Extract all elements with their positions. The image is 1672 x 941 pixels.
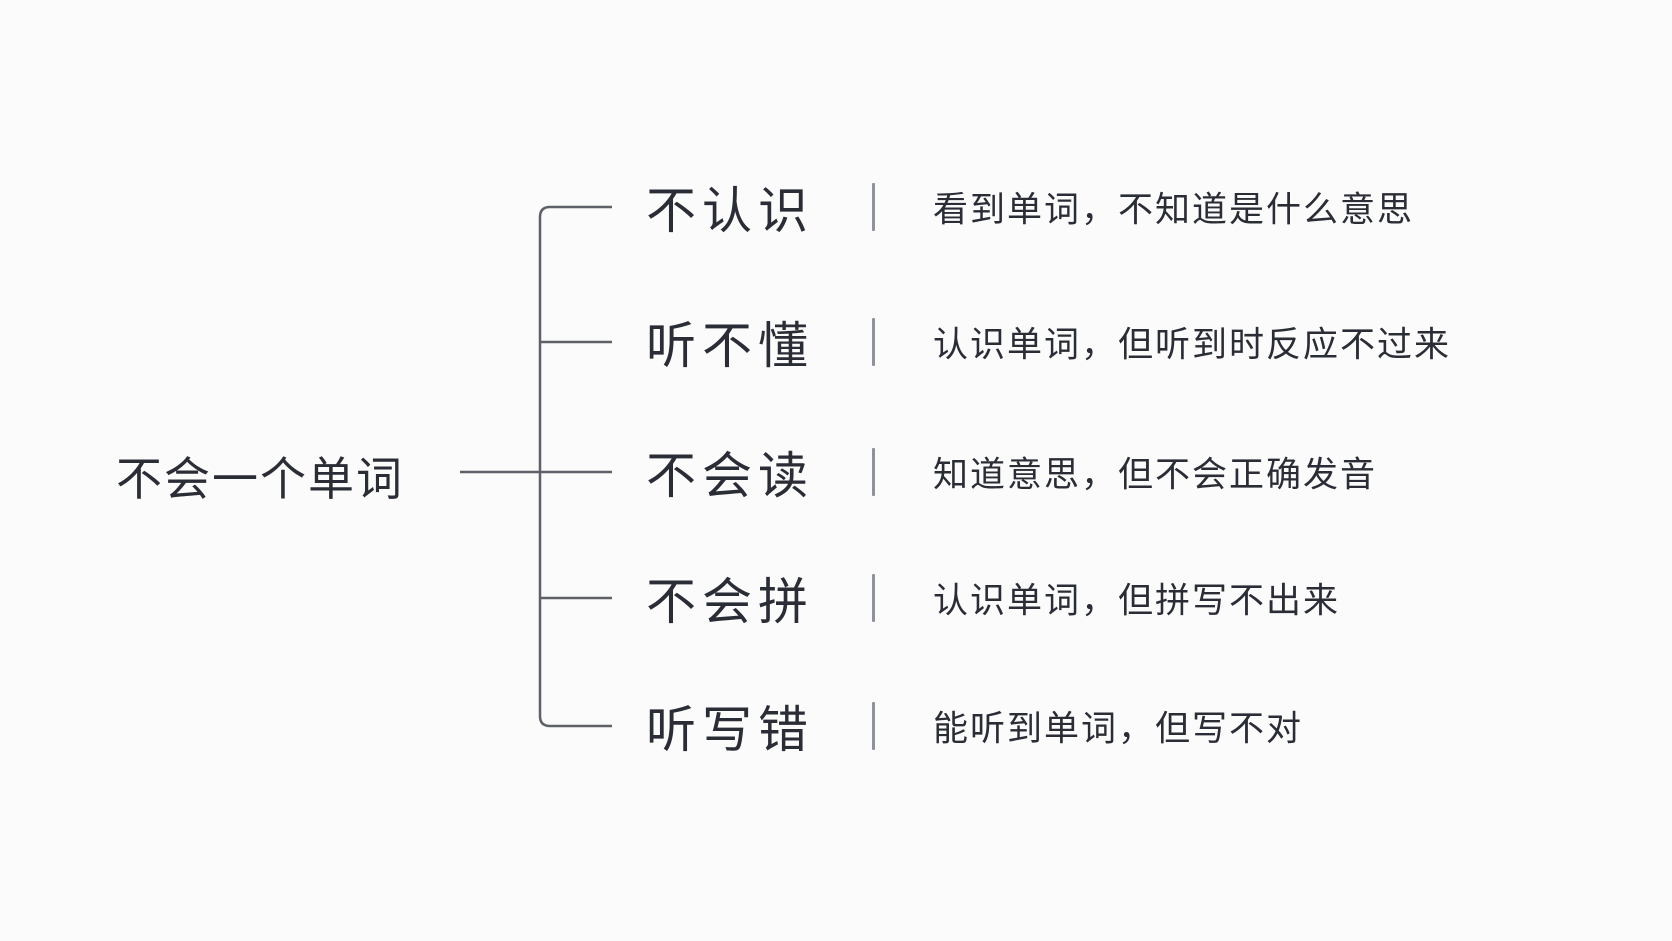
- branch-label: 不会拼: [646, 573, 814, 631]
- branch-description: 认识单词，但拼写不出来: [933, 581, 1341, 622]
- branch-description: 知道意思，但不会正确发音: [933, 455, 1378, 496]
- bracket-vertical: [538, 205, 612, 728]
- branch-description: 看到单词，不知道是什么意思: [933, 190, 1415, 231]
- root-node-label: 不会一个单词: [116, 452, 404, 506]
- branch-label: 不认识: [646, 182, 814, 240]
- branch-label: 不会读: [646, 447, 814, 505]
- branch-description: 能听到单词，但写不对: [933, 709, 1304, 750]
- branch-divider: [872, 702, 875, 750]
- branch-description: 认识单词，但听到时反应不过来: [933, 325, 1452, 366]
- branch-divider: [872, 574, 875, 622]
- branch-divider: [872, 183, 875, 231]
- branch-divider: [872, 318, 875, 366]
- branch-label: 听不懂: [646, 317, 814, 375]
- branch-divider: [872, 448, 875, 496]
- branch-label: 听写错: [646, 701, 814, 759]
